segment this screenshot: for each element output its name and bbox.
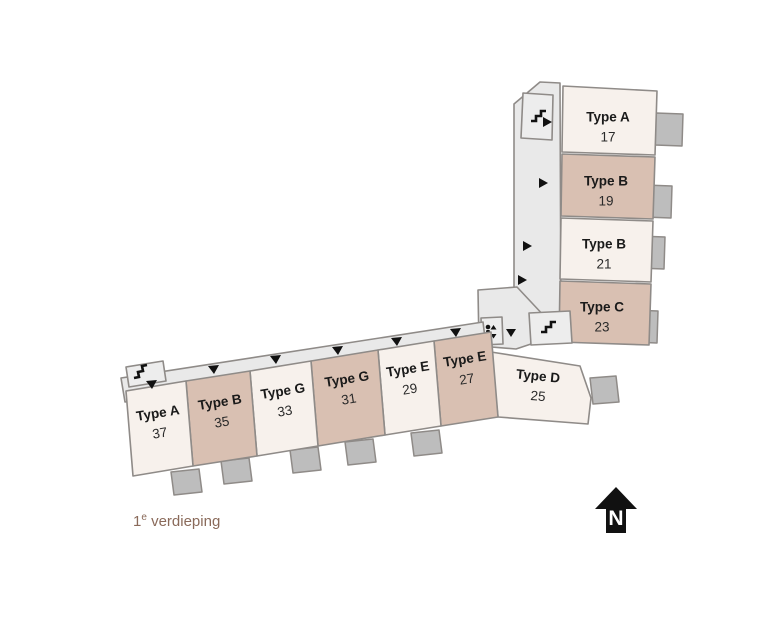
unit-number-label-29: 29 <box>401 380 418 397</box>
balcony-31 <box>344 438 377 466</box>
entrance-arrow-27 <box>450 328 461 337</box>
unit-number-label-37: 37 <box>151 424 168 441</box>
stairs-icon-west <box>133 363 148 380</box>
entrance-arrow-17 <box>543 117 552 127</box>
unit-type-b-19[interactable]: Type B 19 <box>560 153 656 220</box>
unit-type-c-23[interactable]: Type C 23 <box>558 280 652 346</box>
unit-number-label-27: 27 <box>458 370 475 387</box>
balcony-25 <box>589 375 620 405</box>
unit-number-label-31: 31 <box>340 390 357 407</box>
unit-type-label-17: Type A <box>586 110 630 125</box>
unit-type-g-31[interactable]: Type G 31 <box>310 349 386 447</box>
entrance-arrow-35 <box>208 365 219 374</box>
north-arrow: N <box>592 485 640 535</box>
unit-number-label-19: 19 <box>598 194 613 209</box>
unit-number-label-17: 17 <box>600 130 615 145</box>
unit-type-label-35: Type B <box>197 391 243 413</box>
entrance-arrow-19 <box>539 178 548 188</box>
unit-number-label-23: 23 <box>594 320 609 335</box>
unit-type-label-33: Type G <box>260 380 307 402</box>
balcony-17 <box>654 112 684 147</box>
north-arrow-svg: N <box>595 487 637 533</box>
unit-type-label-23: Type C <box>580 300 624 315</box>
unit-type-label-21: Type B <box>582 237 626 252</box>
entrance-arrow-23 <box>518 275 527 285</box>
unit-shape-17 <box>561 85 658 156</box>
entrance-arrow-33 <box>270 355 281 364</box>
floor-caption-number: 1 <box>133 513 142 530</box>
unit-type-label-27: Type E <box>442 348 487 370</box>
unit-type-label-25: Type D <box>515 366 560 385</box>
balcony-33 <box>289 446 322 474</box>
entrance-arrow-31 <box>332 346 343 355</box>
unit-number-label-21: 21 <box>596 257 611 272</box>
entrance-arrow-29 <box>391 337 402 346</box>
unit-number-label-35: 35 <box>213 413 230 430</box>
unit-number-label-25: 25 <box>530 388 546 404</box>
balcony-35 <box>220 457 253 485</box>
unit-shape-21 <box>559 217 654 283</box>
unit-type-label-31: Type G <box>324 368 371 390</box>
unit-type-label-19: Type B <box>584 174 628 189</box>
unit-type-e-29[interactable]: Type E 29 <box>377 340 442 436</box>
unit-type-label-37: Type A <box>135 402 181 424</box>
north-arrow-letter: N <box>608 507 623 530</box>
stairs-icon-north <box>531 109 546 123</box>
floor-caption-word: verdieping <box>146 513 221 530</box>
unit-type-a-37[interactable]: Type A 37 <box>125 380 194 477</box>
unit-type-b-21[interactable]: Type B 21 <box>559 217 654 283</box>
floor-caption: 1e verdieping <box>133 512 220 530</box>
unit-type-g-33[interactable]: Type G 33 <box>249 360 319 457</box>
unit-type-d-25[interactable]: Type D 25 <box>490 351 592 425</box>
unit-shape-19 <box>560 153 656 220</box>
unit-shape-37 <box>125 380 194 477</box>
stairs-icon-corner <box>541 320 556 334</box>
unit-number-label-33: 33 <box>276 402 293 419</box>
balcony-37 <box>170 468 203 496</box>
entrance-arrow-37 <box>146 380 157 389</box>
entrance-arrow-core <box>506 329 516 337</box>
entrance-arrow-21 <box>523 241 532 251</box>
floor-caption-ordinal: e <box>141 512 147 523</box>
north-arrow-shape <box>595 487 637 533</box>
unit-type-e-27[interactable]: Type E 27 <box>433 331 499 427</box>
unit-type-b-35[interactable]: Type B 35 <box>185 370 258 467</box>
unit-type-a-17[interactable]: Type A 17 <box>561 85 658 156</box>
balcony-29 <box>410 429 443 457</box>
unit-type-label-29: Type E <box>385 358 430 380</box>
